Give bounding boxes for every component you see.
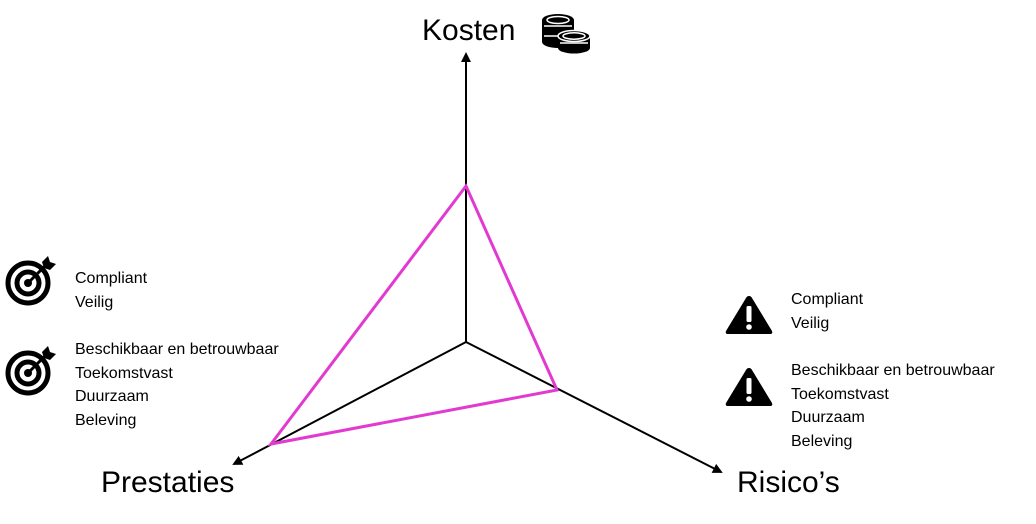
list-item: Toekomstvast	[791, 385, 889, 403]
warning-icon	[725, 296, 773, 334]
list-item: Compliant	[791, 291, 864, 308]
prestaties-group-2: Beschikbaar en betrouwbaar Toekomstvast …	[75, 338, 279, 432]
coins-icon	[542, 14, 591, 54]
list-item: Beschikbaar en betrouwbaar	[75, 341, 279, 358]
list-item: Veilig	[791, 314, 830, 332]
list-item: Veilig	[75, 293, 114, 311]
prestaties-group-1: Compliant Veilig	[75, 267, 147, 314]
warning-icon	[725, 368, 773, 406]
axis-risicos	[465, 341, 723, 473]
target-icon	[5, 346, 56, 396]
risicos-group-1: Compliant Veilig	[791, 288, 863, 335]
list-item: Toekomstvast	[75, 364, 173, 382]
list-item: Duurzaam	[791, 409, 865, 426]
list-item: Compliant	[75, 270, 148, 287]
score-triangle	[267, 183, 560, 447]
risicos-group-2: Beschikbaar en betrouwbaar Toekomstvast …	[791, 359, 995, 453]
list-item: Beleving	[791, 432, 853, 450]
axis-label-risicos: Risico’s	[737, 466, 840, 499]
axis-label-kosten: Kosten	[422, 14, 516, 47]
list-item: Beleving	[75, 411, 137, 429]
list-item: Duurzaam	[75, 388, 149, 405]
axis-label-prestaties: Prestaties	[101, 466, 235, 499]
list-item: Beschikbaar en betrouwbaar	[791, 362, 995, 379]
target-icon	[5, 256, 56, 306]
